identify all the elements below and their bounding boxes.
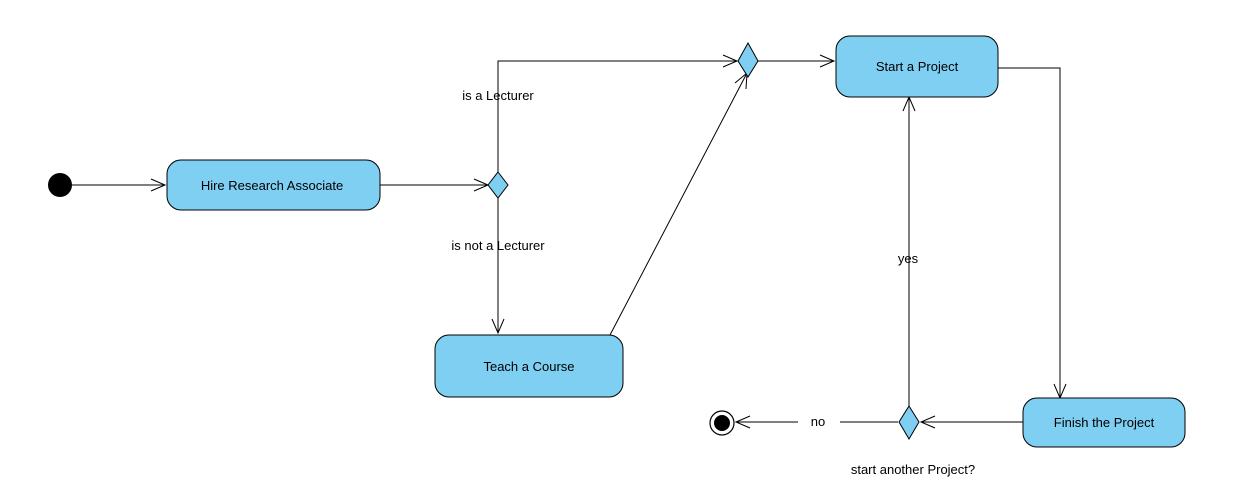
arrowhead-merge-top	[722, 54, 739, 68]
guard-label-no: no	[811, 414, 825, 429]
arrowhead-final	[734, 415, 751, 429]
arrowhead-teach	[491, 318, 505, 335]
decision-another-project-diamond[interactable]	[898, 405, 920, 440]
activity-finish-the-project[interactable]: Finish the Project	[1022, 397, 1186, 448]
edge-start-to-finish	[998, 67, 1061, 398]
decision-is-lecturer-diamond[interactable]	[487, 171, 509, 199]
guard-label-is-lecturer: is a Lecturer	[462, 88, 534, 103]
guard-label-yes: yes	[898, 251, 919, 266]
decision-label-another-project: start another Project?	[851, 462, 975, 477]
initial-node	[48, 173, 72, 197]
edge-lecturer-to-merge	[497, 60, 737, 173]
activity-start-a-project[interactable]: Start a Project	[835, 35, 999, 98]
arrowhead-decision-2	[919, 415, 936, 429]
activity-label-finish-project: Finish the Project	[1054, 415, 1155, 430]
activity-label-hire: Hire Research Associate	[201, 178, 343, 193]
arrowhead-hire	[150, 178, 167, 192]
activity-label-start-project: Start a Project	[876, 59, 959, 74]
flow-edges	[72, 54, 1067, 429]
activity-teach-a-course[interactable]: Teach a Course	[434, 334, 624, 398]
activity-hire-research-associate[interactable]: Hire Research Associate	[166, 159, 381, 211]
edge-teach-to-merge	[609, 72, 748, 336]
activity-label-teach: Teach a Course	[483, 359, 574, 374]
merge-diamond[interactable]	[737, 41, 759, 78]
final-node	[709, 410, 735, 436]
guard-label-is-not-lecturer: is not a Lecturer	[451, 238, 545, 253]
arrowhead-start	[819, 54, 836, 68]
